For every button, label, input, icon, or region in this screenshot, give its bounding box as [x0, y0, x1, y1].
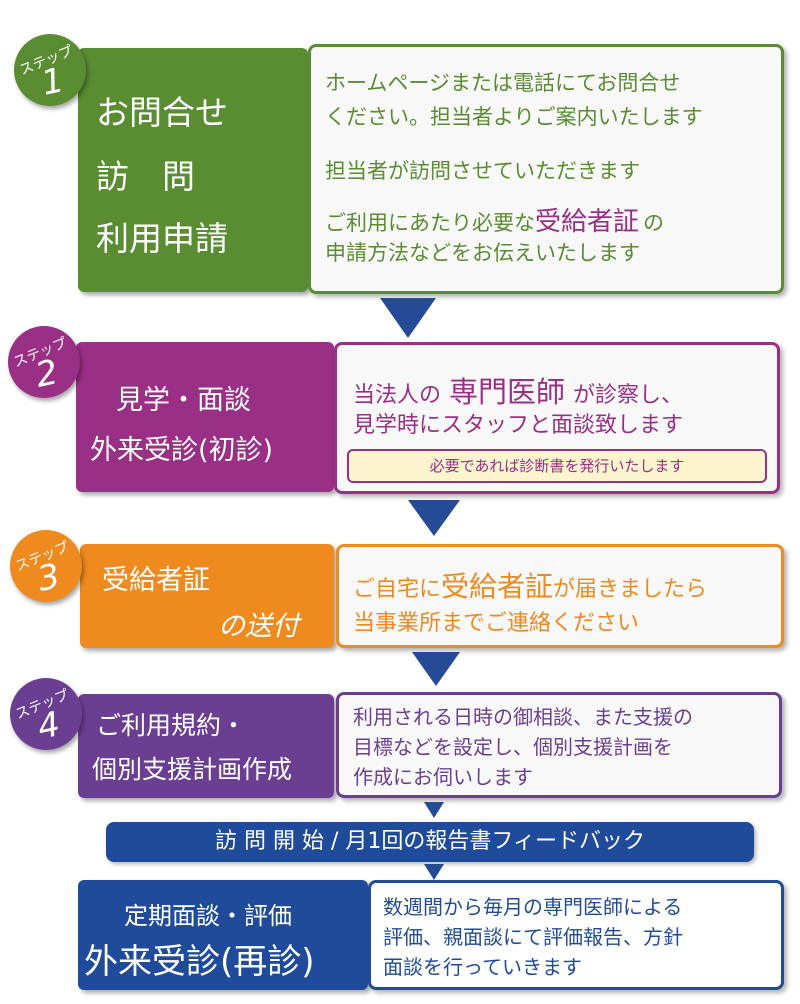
step2-desc-before: 当法人の: [353, 383, 442, 408]
step3-description-box: ご自宅に受給者証が届きましたら 当事業所までご連絡ください: [336, 544, 784, 648]
step2-badge: ステップ 2: [8, 326, 80, 398]
step4-title-box: ご利用規約・ 個別支援計画作成: [78, 694, 334, 798]
step2-desc-line1: 当法人の専門医師が診察し、: [353, 369, 683, 411]
final-title-box: 定期面談・評価 外来受診(再診): [78, 880, 368, 990]
final-desc-line1: 数週間から毎月の専門医師による: [383, 895, 683, 919]
step1-desc3-before: ご利用にあたり必要な: [325, 211, 535, 235]
step3-desc-line2: 当事業所までご連絡ください: [353, 611, 640, 636]
step1-desc1-line2: ください。担当者よりご案内いたします: [325, 105, 703, 129]
step3-badge: ステップ 3: [10, 530, 82, 602]
step4-description-box: 利用される日時の御相談、また支援の 目標などを設定し、個別支援計画を 作成にお伺…: [336, 692, 782, 798]
step4-title-line1: ご利用規約・: [96, 711, 247, 740]
step3-title-box: 受給者証 の送付: [80, 544, 334, 648]
visit-start-banner: 訪 問 開 始 / 月1回の報告書フィードバック: [106, 822, 754, 862]
step2-note-text: 必要であれば診断書を発行いたします: [429, 457, 685, 475]
step1-title-line3: 利用申請: [96, 219, 228, 258]
step1-title-box: お問合せ 訪 問 利用申請: [78, 48, 308, 292]
step4-badge-number: 4: [34, 704, 64, 748]
step2-note-box: 必要であれば診断書を発行いたします: [347, 449, 767, 483]
step1-desc1-line1: ホームページまたは電話にてお問合せ: [325, 71, 681, 95]
step3-title-line1: 受給者証: [102, 565, 210, 596]
step4-desc-line2: 目標などを設定し、個別支援計画を: [353, 735, 673, 759]
arrow-down-icon: [424, 864, 444, 880]
step1-badge: ステップ 1: [14, 34, 86, 106]
step1-title-line1: お問合せ: [96, 93, 228, 132]
step3-desc-after: が届きましたら: [553, 577, 708, 602]
step3-desc-before: ご自宅に: [353, 577, 442, 602]
final-desc-line2: 評価、親面談にて評価報告、方針: [383, 925, 683, 949]
step2-title-line1: 見学・面談: [116, 385, 251, 416]
final-desc-line3: 面談を行っていきます: [383, 955, 582, 979]
step1-desc3-line1: ご利用にあたり必要な受給者証の: [325, 201, 664, 238]
final-title-line1: 定期面談・評価: [124, 902, 292, 930]
step2-desc-after: が診察し、: [573, 383, 684, 408]
step2-description-box: 当法人の専門医師が診察し、 見学時にスタッフと面談致します 必要であれば診断書を…: [334, 342, 780, 494]
step4-desc-line3: 作成にお伺いします: [353, 765, 533, 789]
arrow-down-icon: [412, 652, 460, 686]
step2-desc-highlight: 専門医師: [449, 375, 566, 409]
step3-title-line2: の送付: [218, 611, 299, 642]
final-title-line2: 外来受診(再診): [84, 942, 315, 982]
step1-badge-number: 1: [38, 60, 68, 104]
step3-desc-line1: ご自宅に受給者証が届きましたら: [353, 565, 707, 605]
step2-title-line2: 外来受診(初診): [90, 435, 274, 466]
step4-badge: ステップ 4: [10, 678, 82, 750]
step1-desc3-after: の: [643, 211, 665, 235]
final-description-box: 数週間から毎月の専門医師による 評価、親面談にて評価報告、方針 面談を行っていき…: [368, 880, 784, 990]
step2-desc-line2: 見学時にスタッフと面談致します: [353, 413, 684, 438]
step1-description-box: ホームページまたは電話にてお問合せ ください。担当者よりご案内いたします 担当者…: [308, 44, 784, 294]
step1-desc3-line2: 申請方法などをお伝えいたします: [325, 241, 640, 265]
visit-start-banner-text: 訪 問 開 始 / 月1回の報告書フィードバック: [215, 829, 645, 854]
arrow-down-icon: [408, 500, 460, 536]
step3-desc-highlight: 受給者証: [441, 570, 554, 603]
arrow-down-icon: [424, 802, 444, 818]
arrow-down-icon: [380, 298, 436, 338]
step2-badge-number: 2: [32, 352, 62, 396]
step1-desc2: 担当者が訪問させていただきます: [325, 159, 640, 183]
step1-title-line2: 訪 問: [96, 157, 195, 196]
step4-title-line2: 個別支援計画作成: [92, 755, 293, 784]
step1-desc3-highlight: 受給者証: [535, 207, 640, 237]
step4-desc-line1: 利用される日時の御相談、また支援の: [353, 705, 693, 729]
step3-badge-number: 3: [34, 556, 64, 600]
step2-title-box: 見学・面談 外来受診(初診): [76, 342, 334, 492]
